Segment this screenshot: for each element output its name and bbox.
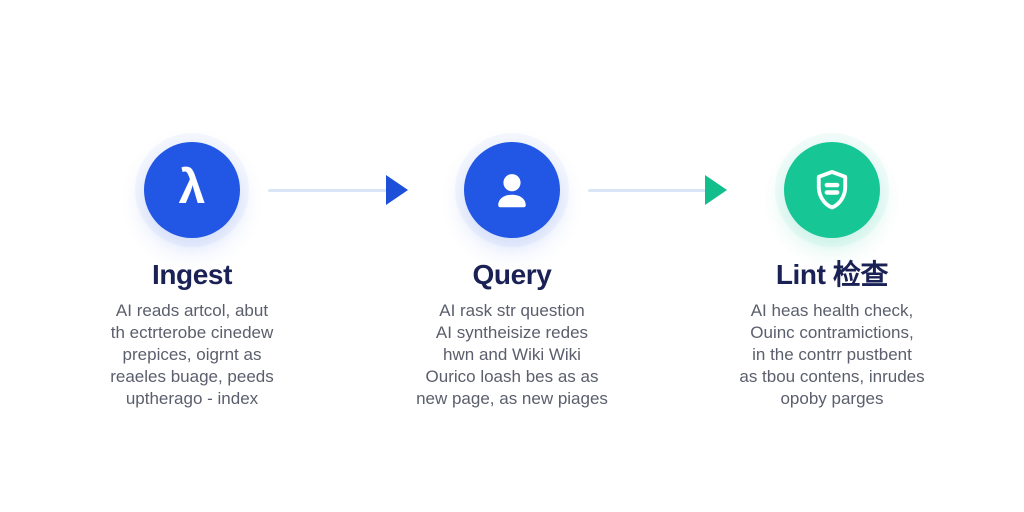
description-line: prepices, oigrnt as	[122, 344, 262, 364]
step-ingest: λ Ingest AI reads artcol, abut th ectrte…	[62, 142, 322, 410]
flow-arrow-2	[586, 175, 727, 205]
description-line: uptherago - index	[125, 388, 259, 408]
step-query-circle	[464, 142, 560, 238]
step-ingest-circle: λ	[144, 142, 240, 238]
description-line: as tbou contens, inrudes	[739, 366, 925, 386]
description-line: th ectrterobe cinedew	[110, 322, 274, 342]
arrow-line	[588, 188, 707, 192]
step-description-ingest: AI reads artcol, abut th ectrterobe cine…	[110, 300, 274, 410]
description-line: reaeles buage, peeds	[110, 366, 274, 386]
description-line: AI heas health check,	[750, 300, 914, 320]
arrow-head-icon	[705, 175, 727, 205]
step-lint-circle	[784, 142, 880, 238]
description-line: opoby parges	[780, 388, 884, 408]
step-lint: Lint 检查 AI heas health check, Ouinc cont…	[702, 142, 962, 410]
description-line: AI reads artcol, abut	[115, 300, 269, 320]
arrow-head-icon	[386, 175, 408, 205]
description-line: Ouinc contramictions,	[750, 322, 914, 342]
user-icon	[498, 174, 526, 208]
description-line: new page, as new piages	[416, 388, 608, 408]
shield-icon	[816, 170, 848, 210]
step-query: Query AI rask str question AI syntheisiz…	[382, 142, 642, 410]
arrow-line	[268, 188, 388, 192]
description-line: Ourico loash bes as as	[425, 366, 599, 386]
step-title-ingest: Ingest	[151, 259, 233, 290]
description-line: AI rask str question	[439, 300, 585, 320]
step-title-lint: Lint 检查	[775, 259, 889, 290]
step-description-lint: AI heas health check, Ouinc contramictio…	[739, 300, 924, 410]
description-line: hwn and Wiki Wiki	[443, 344, 581, 364]
step-description-query: AI rask str question AI syntheisize rede…	[416, 300, 608, 410]
description-line: in the contrr pustbent	[752, 344, 912, 364]
flow-arrow-1	[266, 175, 408, 205]
lambda-icon: λ	[178, 161, 206, 214]
description-line: AI syntheisize redes	[435, 322, 589, 342]
step-title-query: Query	[472, 259, 552, 290]
